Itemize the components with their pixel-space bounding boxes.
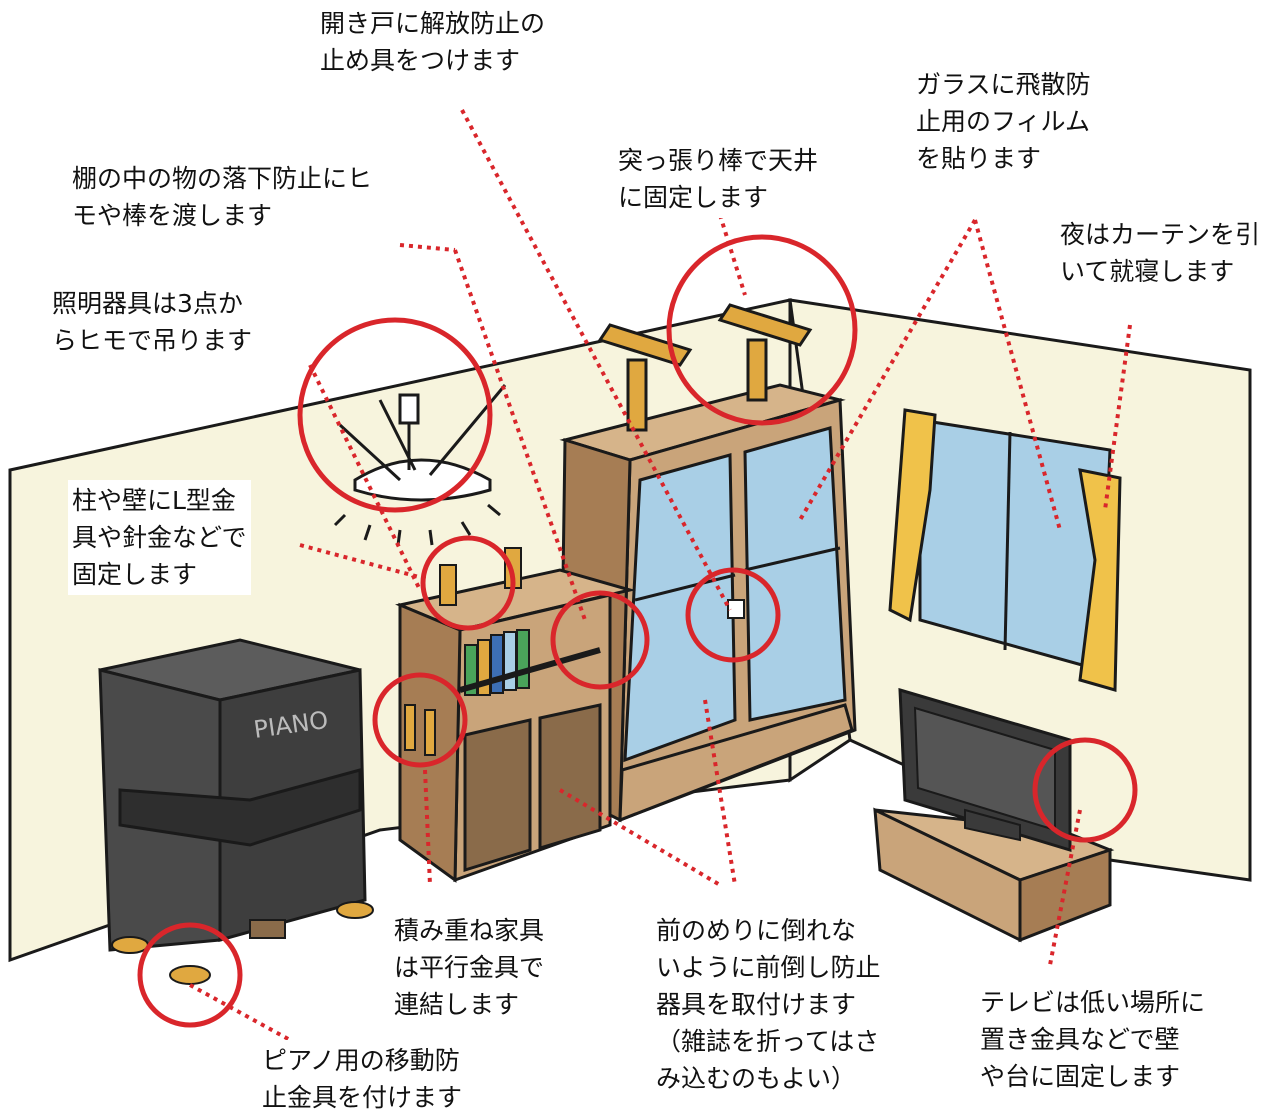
label-line: は平行金具で bbox=[394, 953, 545, 982]
circle-tv bbox=[1032, 737, 1138, 843]
label-tension-rod: 突っ張り棒で天井 に固定します bbox=[614, 140, 823, 218]
marker-circles bbox=[137, 234, 1138, 1028]
label-line: ガラスに飛散防 bbox=[916, 70, 1091, 99]
label-line: 照明器具は3点か bbox=[52, 289, 243, 318]
label-line: モや棒を渡します bbox=[72, 201, 273, 230]
label-line: 積み重ね家具 bbox=[394, 916, 545, 945]
label-line: らヒモで吊ります bbox=[52, 326, 253, 355]
label-line: （雑誌を折ってはさ bbox=[656, 1027, 880, 1056]
label-line: 夜はカーテンを引 bbox=[1060, 220, 1261, 249]
label-tv: テレビは低い場所に 置き金具などで壁 や台に固定します bbox=[976, 982, 1210, 1097]
label-line: 具や針金などで bbox=[72, 523, 247, 552]
label-line: 開き戸に解放防止の bbox=[320, 9, 546, 38]
leader-lines bbox=[189, 109, 1132, 1042]
circle-lighting bbox=[297, 317, 493, 513]
circle-shelf-bar bbox=[550, 590, 650, 690]
label-glass-film: ガラスに飛散防 止用のフィルム を貼ります bbox=[912, 64, 1095, 179]
label-lighting: 照明器具は3点か らヒモで吊ります bbox=[48, 283, 257, 361]
label-stacked: 積み重ね家具 は平行金具で 連結します bbox=[390, 910, 549, 1025]
glass-cabinet bbox=[558, 383, 857, 823]
label-line: 器具を取付けます bbox=[656, 990, 857, 1019]
label-shelf-fall: 棚の中の物の落下防止にヒ モや棒を渡します bbox=[68, 158, 377, 236]
label-line: 棚の中の物の落下防止にヒ bbox=[72, 164, 373, 193]
label-line: を貼ります bbox=[916, 144, 1042, 173]
label-line: いように前倒し防止 bbox=[656, 953, 881, 982]
label-line: 連結します bbox=[394, 990, 520, 1019]
circle-l-bracket bbox=[420, 535, 516, 631]
label-piano: ピアノ用の移動防 止金具を付けます bbox=[258, 1040, 467, 1118]
label-line: や台に固定します bbox=[980, 1062, 1181, 1091]
circle-tension-rod bbox=[666, 234, 858, 426]
label-line: テレビは低い場所に bbox=[980, 988, 1206, 1017]
piano: PIANO bbox=[98, 638, 374, 985]
label-line: 止用のフィルム bbox=[916, 107, 1091, 136]
label-tip-over: 前のめりに倒れな いように前倒し防止 器具を取付けます （雑誌を折ってはさ み込… bbox=[652, 910, 885, 1099]
circle-piano bbox=[137, 922, 243, 1028]
label-line: 突っ張り棒で天井 bbox=[618, 146, 819, 175]
label-line: 止金具を付けます bbox=[262, 1083, 463, 1112]
label-line: 固定します bbox=[72, 560, 198, 589]
label-l-bracket: 柱や壁にL型金 具や針金などで 固定します bbox=[68, 480, 251, 595]
label-line: ピアノ用の移動防 bbox=[262, 1046, 460, 1075]
circle-door-stopper bbox=[685, 567, 781, 663]
label-line: いて就寝します bbox=[1060, 257, 1235, 286]
label-door-stopper: 開き戸に解放防止の 止め具をつけます bbox=[316, 3, 550, 81]
bookshelf bbox=[395, 547, 636, 883]
tension-rods bbox=[597, 303, 813, 432]
label-line: 前のめりに倒れな bbox=[656, 916, 857, 945]
label-line: 柱や壁にL型金 bbox=[72, 486, 236, 515]
label-line: 止め具をつけます bbox=[320, 46, 521, 75]
label-line: に固定します bbox=[618, 183, 769, 212]
circle-stacked bbox=[372, 672, 468, 768]
label-curtain: 夜はカーテンを引 いて就寝します bbox=[1056, 214, 1265, 292]
tv-set bbox=[873, 687, 1115, 943]
label-line: 置き金具などで壁 bbox=[980, 1025, 1180, 1054]
window bbox=[888, 408, 1122, 692]
label-line: み込むのもよい） bbox=[656, 1064, 857, 1093]
